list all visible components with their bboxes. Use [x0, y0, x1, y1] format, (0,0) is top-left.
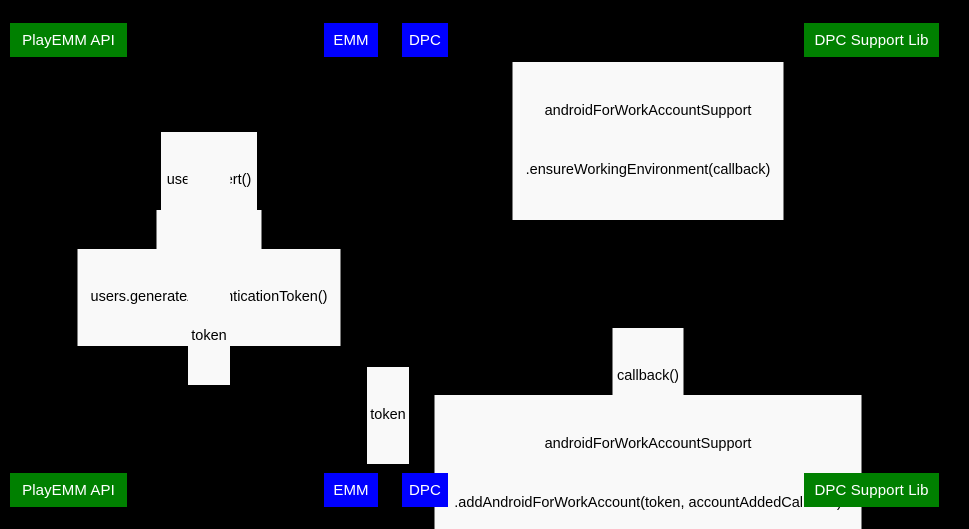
- message-line-1: androidForWorkAccountSupport: [544, 436, 752, 452]
- message-line-1: token: [370, 407, 406, 423]
- participant-dpc-top[interactable]: DPC: [402, 23, 448, 57]
- participant-emm-bottom[interactable]: EMM: [324, 473, 378, 507]
- message-label-add-android-for-work-account: androidForWorkAccountSupport .addAndroid…: [434, 395, 862, 529]
- lifeline-playemm-api: [67, 56, 68, 473]
- participant-label: EMM: [333, 481, 369, 499]
- participant-dpc-bottom[interactable]: DPC: [402, 473, 448, 507]
- message-label-token-1: token: [188, 288, 230, 385]
- participant-label: DPC: [409, 481, 441, 499]
- participant-emm-top[interactable]: EMM: [324, 23, 378, 57]
- message-label-ensure-working-environment: androidForWorkAccountSupport .ensureWork…: [512, 62, 784, 220]
- lifeline-dpc: [424, 56, 425, 473]
- participant-label: DPC: [409, 31, 441, 49]
- participant-dpc-support-lib-top[interactable]: DPC Support Lib: [804, 23, 939, 57]
- participant-playemm-api-bottom[interactable]: PlayEMM API: [10, 473, 127, 507]
- message-line-1: androidForWorkAccountSupport: [544, 103, 752, 119]
- message-line-2: .addAndroidForWorkAccount(token, account…: [454, 494, 842, 511]
- message-label-token-2: token: [367, 367, 409, 464]
- message-line-2: .ensureWorkingEnvironment(callback): [525, 161, 771, 178]
- participant-label: PlayEMM API: [22, 481, 115, 499]
- participant-label: DPC Support Lib: [814, 31, 929, 49]
- participant-label: DPC Support Lib: [814, 481, 929, 499]
- participant-label: EMM: [333, 31, 369, 49]
- participant-label: PlayEMM API: [22, 31, 115, 49]
- lifeline-dpc-support-lib: [870, 56, 871, 473]
- participant-dpc-support-lib-bottom[interactable]: DPC Support Lib: [804, 473, 939, 507]
- lifeline-emm: [350, 56, 351, 473]
- message-line-1: callback(): [616, 368, 680, 384]
- participant-playemm-api-top[interactable]: PlayEMM API: [10, 23, 127, 57]
- message-line-1: token: [191, 328, 227, 344]
